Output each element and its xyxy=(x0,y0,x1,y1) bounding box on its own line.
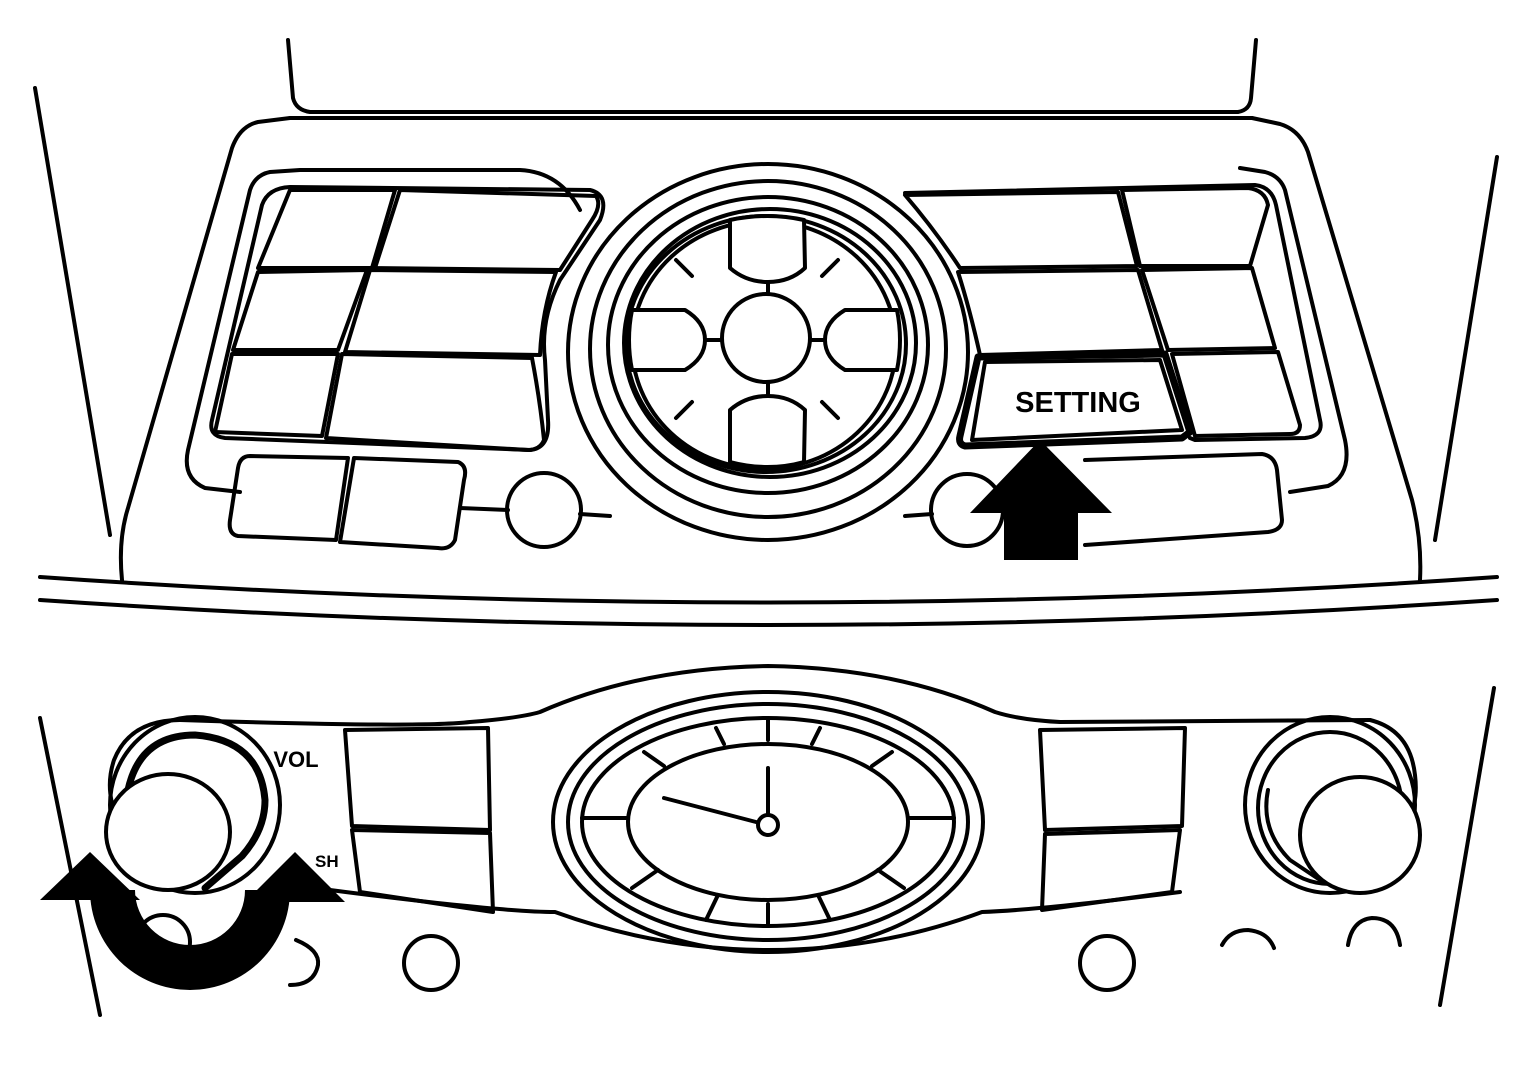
right-keypad-frame xyxy=(903,183,1323,442)
trim-strip-1 xyxy=(38,575,1499,605)
dpad-up[interactable] xyxy=(728,214,807,284)
small-button-l2[interactable] xyxy=(338,456,468,551)
connector-r xyxy=(903,512,934,518)
keypad-button-l4[interactable] xyxy=(343,268,558,357)
round-button-left[interactable] xyxy=(505,471,583,549)
controller-ring-2 xyxy=(588,179,948,519)
upper-panel xyxy=(118,116,1423,582)
keypad-button-l5[interactable] xyxy=(213,352,340,438)
vol-label: VOL xyxy=(273,747,318,772)
clock-bezel-inner xyxy=(566,702,970,942)
trim-strip-2 xyxy=(38,598,1499,627)
lower-button-l2[interactable] xyxy=(350,828,495,914)
round-button-b1[interactable] xyxy=(134,913,192,971)
dpad-down[interactable] xyxy=(728,394,807,469)
setting-button[interactable]: SETTING xyxy=(956,350,1194,450)
setting-label: SETTING xyxy=(1015,387,1141,419)
keypad-button-r2[interactable] xyxy=(1120,186,1270,268)
side-lines xyxy=(33,86,1499,1017)
dpad-left[interactable] xyxy=(627,308,707,372)
left-bezel xyxy=(184,168,582,494)
display-hood xyxy=(286,38,1258,114)
connector-l xyxy=(458,506,510,512)
tuning-knob-cap[interactable] xyxy=(1298,775,1422,895)
rotate-arrow-icon xyxy=(40,852,345,990)
round-button-b6[interactable] xyxy=(1346,916,1402,947)
keypad-button-r5[interactable] xyxy=(1170,350,1302,438)
round-button-b4[interactable] xyxy=(1078,934,1136,992)
up-arrow-icon xyxy=(970,440,1112,560)
analog-clock xyxy=(551,690,985,954)
lower-round-buttons[interactable] xyxy=(134,913,1402,992)
lower-right-buttons[interactable] xyxy=(1038,726,1187,912)
controller-outer-ring xyxy=(566,162,970,542)
left-keypad[interactable] xyxy=(213,188,601,452)
round-button-b3[interactable] xyxy=(402,934,460,992)
left-keypad-frame xyxy=(209,185,606,452)
small-button-l1[interactable] xyxy=(227,454,350,542)
keypad-button-r3[interactable] xyxy=(956,268,1164,357)
vol-knob-outer-ring xyxy=(108,715,282,895)
controller-ring-3 xyxy=(606,195,930,495)
enter-button[interactable] xyxy=(720,292,812,384)
lower-panel-outline xyxy=(178,664,1372,727)
clock-face xyxy=(626,742,910,902)
keypad-button-l3[interactable] xyxy=(231,268,369,352)
vol-knob-ring-bold xyxy=(124,731,269,892)
round-button-b5[interactable] xyxy=(1220,928,1276,950)
clock-bezel-outer xyxy=(551,690,985,954)
small-button-r1[interactable] xyxy=(1083,452,1284,547)
round-button-right[interactable] xyxy=(929,472,1005,548)
keypad-button-l2[interactable] xyxy=(373,188,601,272)
lower-button-r2[interactable] xyxy=(1040,828,1182,912)
volume-knob[interactable]: VOL SH xyxy=(104,715,339,895)
keypad-button-r4[interactable] xyxy=(1140,266,1277,352)
connector-l2 xyxy=(578,512,612,518)
lower-button-l1[interactable] xyxy=(343,726,492,832)
lower-left-buttons[interactable] xyxy=(343,726,495,914)
push-label-partial: SH xyxy=(315,852,339,871)
right-keypad[interactable] xyxy=(903,186,1302,438)
dpad-right[interactable] xyxy=(823,308,902,372)
tuning-knob-outer-ring xyxy=(1243,715,1417,895)
multi-function-controller[interactable] xyxy=(566,162,970,542)
keypad-button-l6[interactable] xyxy=(324,352,546,452)
controller-ring-4 xyxy=(622,207,918,479)
clock-hour-hand xyxy=(662,796,758,824)
right-bezel xyxy=(1238,166,1349,494)
round-button-b2[interactable] xyxy=(288,938,321,987)
keypad-button-l1[interactable] xyxy=(256,188,397,270)
lower-button-r1[interactable] xyxy=(1038,726,1187,832)
tuning-knob[interactable] xyxy=(1243,715,1422,895)
clock-center xyxy=(756,813,780,837)
keypad-button-r1[interactable] xyxy=(903,190,1139,270)
vol-knob-cap[interactable] xyxy=(104,772,232,892)
